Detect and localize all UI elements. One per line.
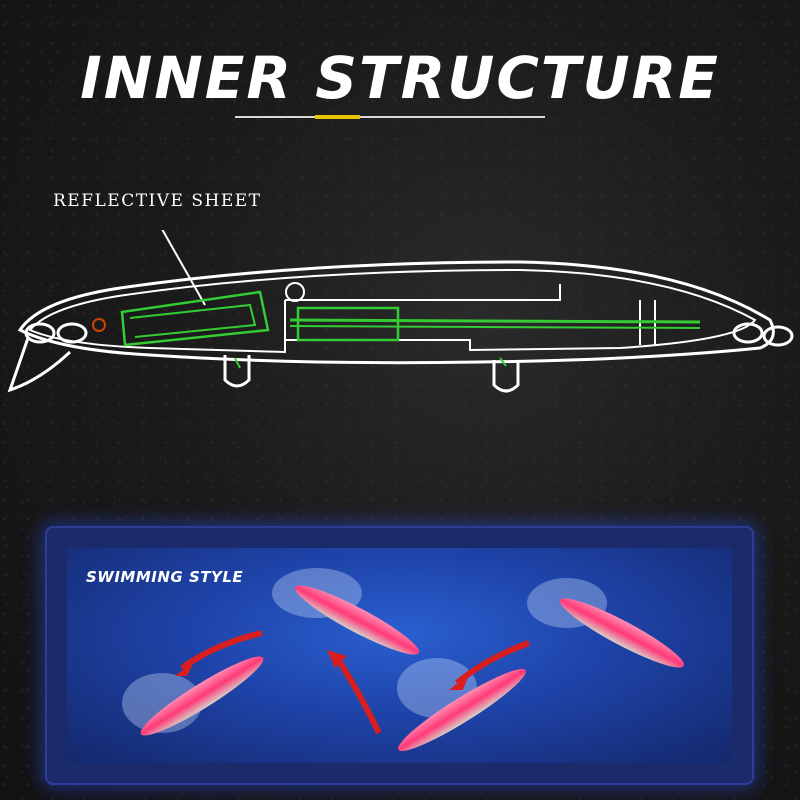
reflective-sheet-label: REFLECTIVE SHEET: [53, 191, 262, 211]
callout-pointer-line: [161, 230, 206, 306]
arrow-left-1: [180, 630, 263, 671]
weight-capsule: [296, 306, 400, 342]
swimming-style-label: SWIMMING STYLE: [86, 568, 244, 586]
lure-body-outline: [17, 260, 775, 365]
weight-transfer-rod: [289, 318, 701, 324]
diving-lip: [7, 337, 72, 393]
front-belly-hook: [223, 355, 251, 388]
rear-belly-hook: [492, 360, 520, 393]
rear-eyelet: [732, 322, 764, 344]
title-accent-mark: [315, 115, 360, 119]
magnet-ball: [285, 282, 305, 302]
title-underline: [235, 116, 545, 118]
reflective-sheet: [120, 290, 270, 347]
lure-4: [398, 668, 526, 752]
arrow-up-1: [334, 656, 382, 735]
page-title: INNER STRUCTURE: [80, 44, 720, 112]
swimming-style-panel: [47, 528, 752, 783]
weight-chamber-outline: [284, 284, 656, 345]
lure-inner-outline: [28, 268, 757, 354]
lure-3: [559, 598, 685, 668]
lure-structure-diagram: [7, 230, 794, 393]
lure-1: [294, 585, 420, 655]
swimming-action-illustration: [122, 568, 685, 752]
lure-2: [140, 656, 264, 736]
reflective-sheet-inner: [129, 303, 257, 338]
swimming-style-background: [67, 548, 732, 763]
front-split-ring: [24, 322, 56, 344]
rear-split-ring: [762, 325, 794, 347]
front-eyelet: [56, 322, 88, 344]
arrow-left-2: [455, 640, 531, 686]
line-tie: [92, 318, 106, 332]
